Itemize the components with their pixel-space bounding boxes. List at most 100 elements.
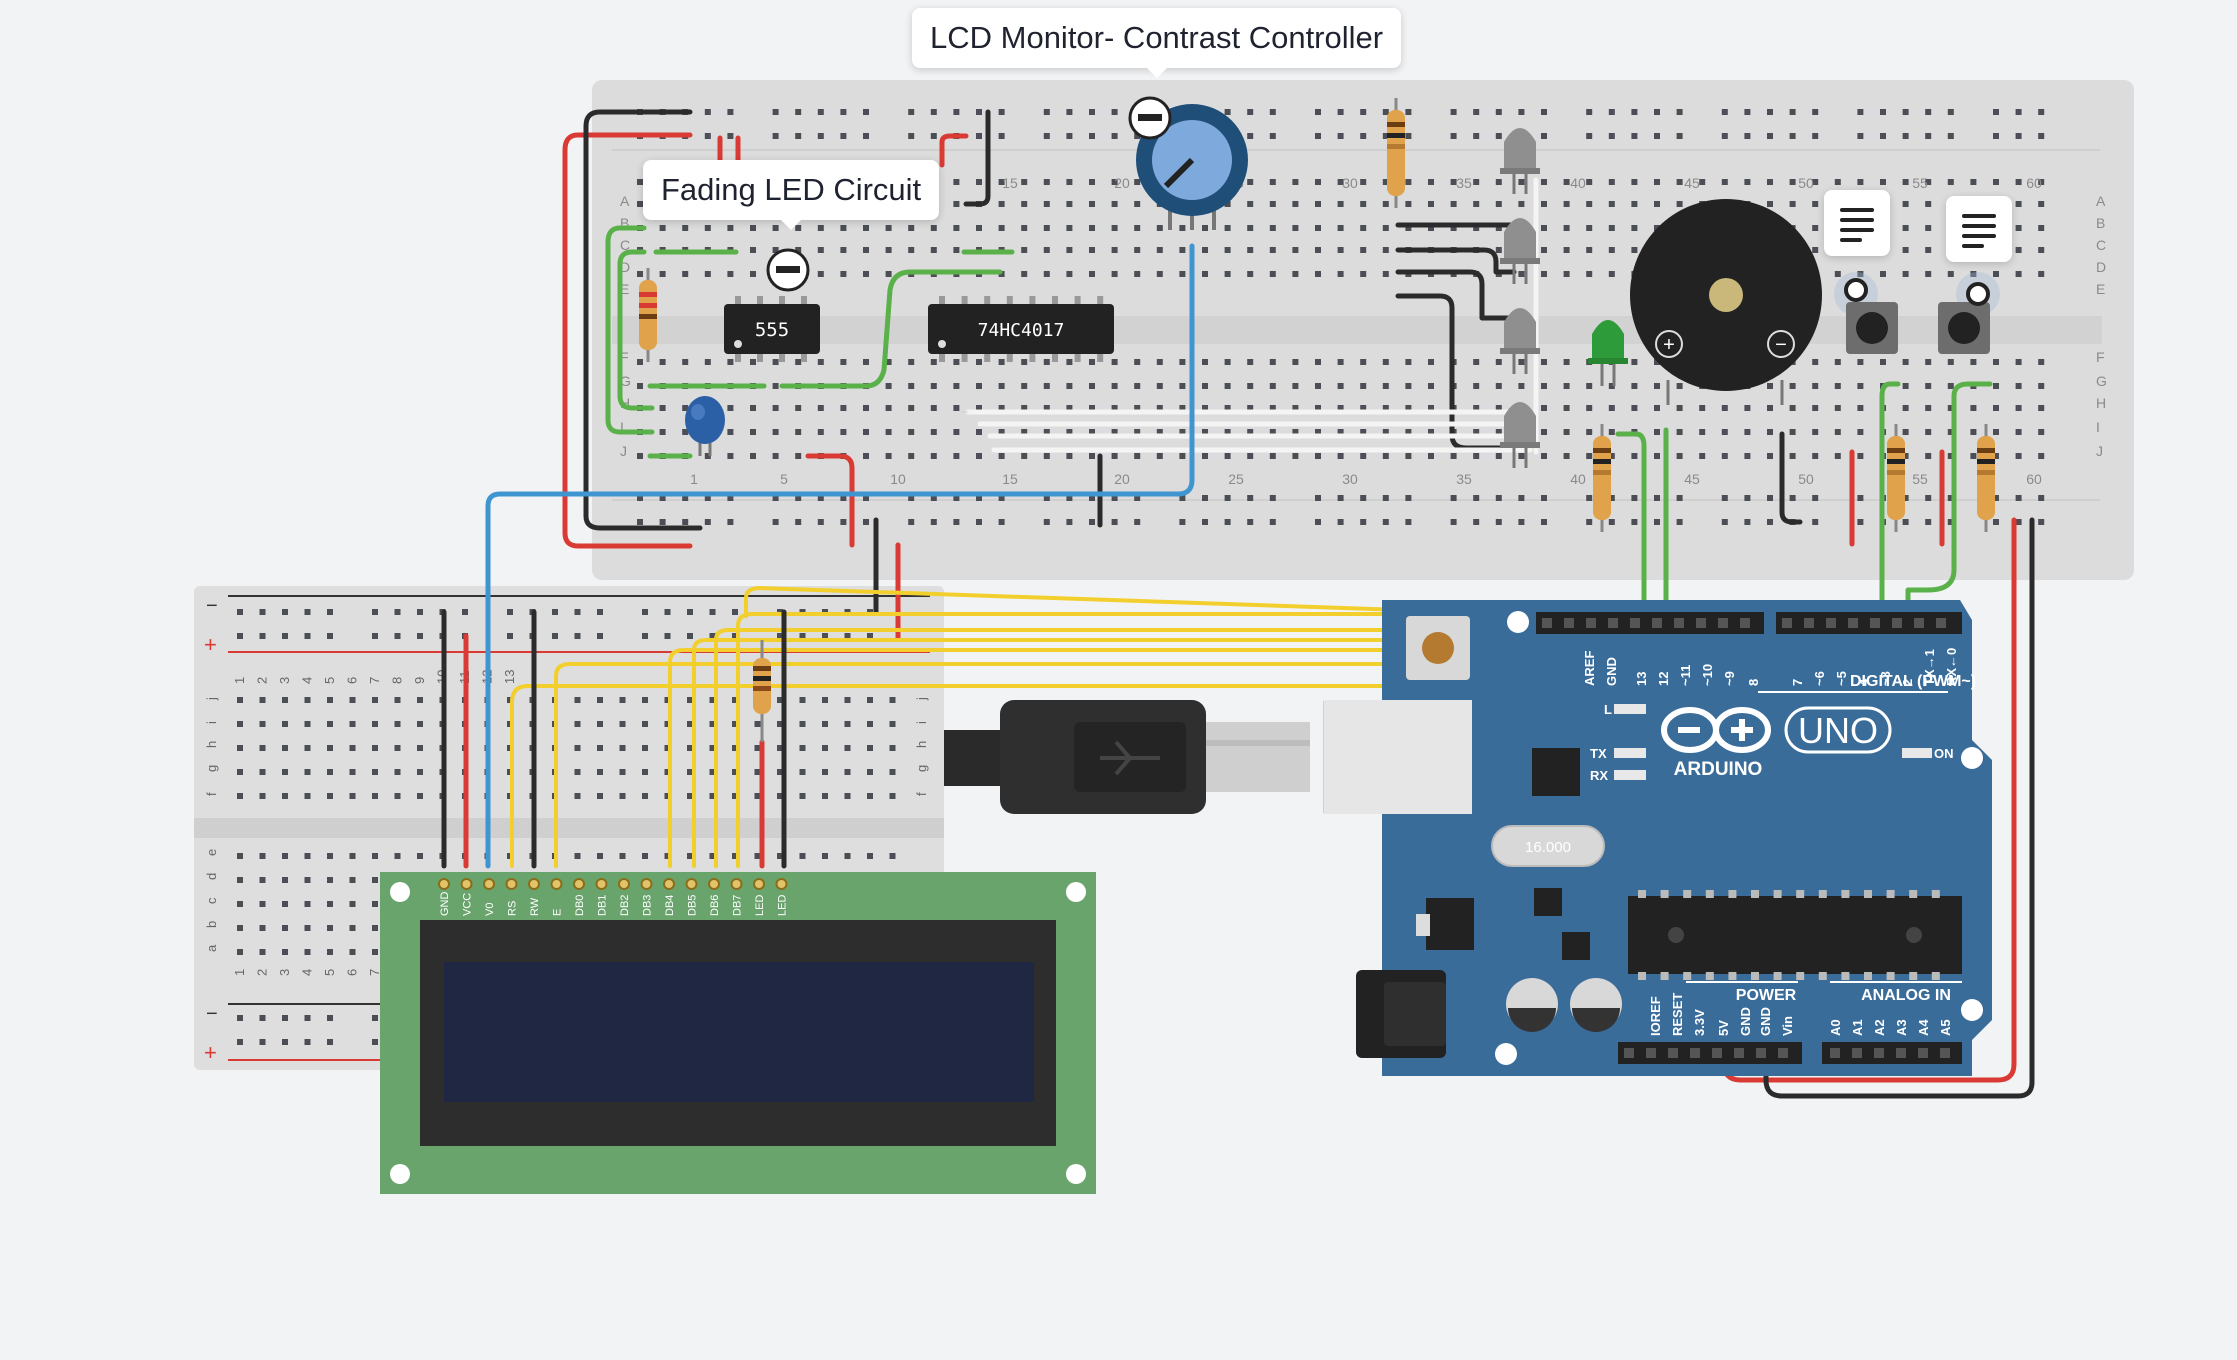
breadboard-hole[interactable]	[2038, 109, 2045, 115]
breadboard-hole[interactable]	[1021, 453, 1028, 459]
breadboard-hole[interactable]	[732, 793, 738, 799]
breadboard-hole[interactable]	[394, 769, 401, 775]
breadboard-hole[interactable]	[1812, 429, 1819, 435]
breadboard-hole[interactable]	[282, 901, 288, 907]
breadboard-hole[interactable]	[908, 495, 915, 501]
breadboard-hole[interactable]	[1134, 179, 1141, 185]
breadboard-hole[interactable]	[1269, 453, 1276, 459]
breadboard-hole[interactable]	[976, 359, 982, 365]
breadboard-hole[interactable]	[1315, 495, 1321, 501]
breadboard-hole[interactable]	[822, 745, 828, 751]
breadboard-hole[interactable]	[1902, 201, 1909, 207]
breadboard-hole[interactable]	[817, 405, 824, 411]
breadboard-hole[interactable]	[1608, 271, 1615, 277]
breadboard-hole[interactable]	[2038, 201, 2045, 207]
breadboard-hole[interactable]	[772, 429, 779, 435]
lcd-pin[interactable]	[505, 878, 518, 890]
breadboard-hole[interactable]	[1337, 519, 1344, 525]
breadboard-hole[interactable]	[619, 769, 626, 775]
breadboard-hole[interactable]	[1043, 383, 1050, 389]
breadboard-hole[interactable]	[1563, 359, 1570, 365]
breadboard-hole[interactable]	[1450, 519, 1457, 525]
breadboard-hole[interactable]	[1269, 359, 1276, 365]
breadboard-hole[interactable]	[1473, 495, 1480, 501]
breadboard-hole[interactable]	[998, 383, 1005, 389]
breadboard-hole[interactable]	[1269, 247, 1276, 253]
wire-blue-contrast[interactable]	[485, 243, 1195, 869]
header-pin[interactable]	[1830, 1048, 1840, 1058]
breadboard-hole[interactable]	[1541, 271, 1547, 277]
breadboard-hole[interactable]	[930, 405, 937, 411]
led-grey[interactable]	[1500, 218, 1540, 284]
breadboard-hole[interactable]	[1450, 133, 1457, 139]
breadboard-hole[interactable]	[637, 271, 643, 277]
breadboard-hole[interactable]	[1450, 201, 1457, 207]
lcd-pin[interactable]	[775, 878, 788, 890]
breadboard-hole[interactable]	[1518, 271, 1525, 277]
header-pin[interactable]	[1608, 618, 1618, 628]
breadboard-hole[interactable]	[1676, 495, 1683, 501]
lcd-pin[interactable]	[460, 878, 473, 890]
breadboard-hole[interactable]	[1066, 429, 1073, 435]
breadboard-hole[interactable]	[953, 383, 960, 389]
breadboard-hole[interactable]	[889, 721, 896, 727]
breadboard-hole[interactable]	[642, 609, 648, 615]
breadboard-hole[interactable]	[953, 429, 960, 435]
breadboard-hole[interactable]	[1405, 383, 1412, 389]
pushbutton-1[interactable]	[1834, 272, 1898, 354]
breadboard-hole[interactable]	[1202, 495, 1208, 501]
breadboard-hole[interactable]	[1789, 133, 1796, 139]
breadboard-hole[interactable]	[574, 721, 581, 727]
breadboard-hole[interactable]	[1066, 383, 1073, 389]
breadboard-hole[interactable]	[1880, 359, 1886, 365]
breadboard-hole[interactable]	[727, 519, 734, 525]
header-pin[interactable]	[1542, 618, 1552, 628]
breadboard-hole[interactable]	[750, 453, 756, 459]
breadboard-hole[interactable]	[1541, 383, 1547, 389]
breadboard-hole[interactable]	[976, 383, 982, 389]
breadboard-hole[interactable]	[1902, 405, 1909, 411]
breadboard-hole[interactable]	[282, 1015, 288, 1021]
breadboard-hole[interactable]	[304, 745, 311, 751]
breadboard-hole[interactable]	[682, 495, 689, 501]
breadboard-hole[interactable]	[709, 609, 716, 615]
breadboard-hole[interactable]	[1902, 429, 1909, 435]
breadboard-hole[interactable]	[1337, 495, 1344, 501]
breadboard-hole[interactable]	[1111, 383, 1118, 389]
breadboard-hole[interactable]	[1676, 179, 1683, 185]
breadboard-hole[interactable]	[1043, 405, 1050, 411]
breadboard-hole[interactable]	[1993, 109, 1999, 115]
breadboard-hole[interactable]	[1066, 519, 1073, 525]
breadboard-hole[interactable]	[817, 225, 824, 231]
breadboard-hole[interactable]	[349, 949, 356, 955]
breadboard-hole[interactable]	[863, 429, 869, 435]
breadboard-hole[interactable]	[840, 495, 847, 501]
breadboard-hole[interactable]	[1179, 453, 1186, 459]
breadboard-hole[interactable]	[1676, 201, 1683, 207]
breadboard-hole[interactable]	[1269, 109, 1276, 115]
breadboard-hole[interactable]	[2038, 453, 2045, 459]
header-pin[interactable]	[1778, 1048, 1788, 1058]
breadboard-hole[interactable]	[282, 745, 288, 751]
breadboard-hole[interactable]	[259, 853, 266, 859]
breadboard-hole[interactable]	[1043, 429, 1050, 435]
breadboard-hole[interactable]	[664, 853, 671, 859]
breadboard-hole[interactable]	[998, 519, 1005, 525]
header-pin[interactable]	[1718, 618, 1728, 628]
breadboard-hole[interactable]	[1993, 429, 1999, 435]
breadboard-hole[interactable]	[1337, 383, 1344, 389]
breadboard-hole[interactable]	[1857, 495, 1864, 501]
breadboard-hole[interactable]	[1292, 429, 1299, 435]
breadboard-hole[interactable]	[1089, 383, 1095, 389]
breadboard-hole[interactable]	[1608, 179, 1615, 185]
breadboard-hole[interactable]	[1089, 453, 1095, 459]
breadboard-hole[interactable]	[1902, 247, 1909, 253]
breadboard-hole[interactable]	[1269, 429, 1276, 435]
breadboard-hole[interactable]	[1902, 179, 1909, 185]
breadboard-hole[interactable]	[687, 721, 693, 727]
breadboard-hole[interactable]	[259, 721, 266, 727]
breadboard-hole[interactable]	[889, 793, 896, 799]
breadboard-hole[interactable]	[1925, 495, 1932, 501]
breadboard-hole[interactable]	[327, 1039, 333, 1045]
header-pin[interactable]	[1914, 618, 1924, 628]
